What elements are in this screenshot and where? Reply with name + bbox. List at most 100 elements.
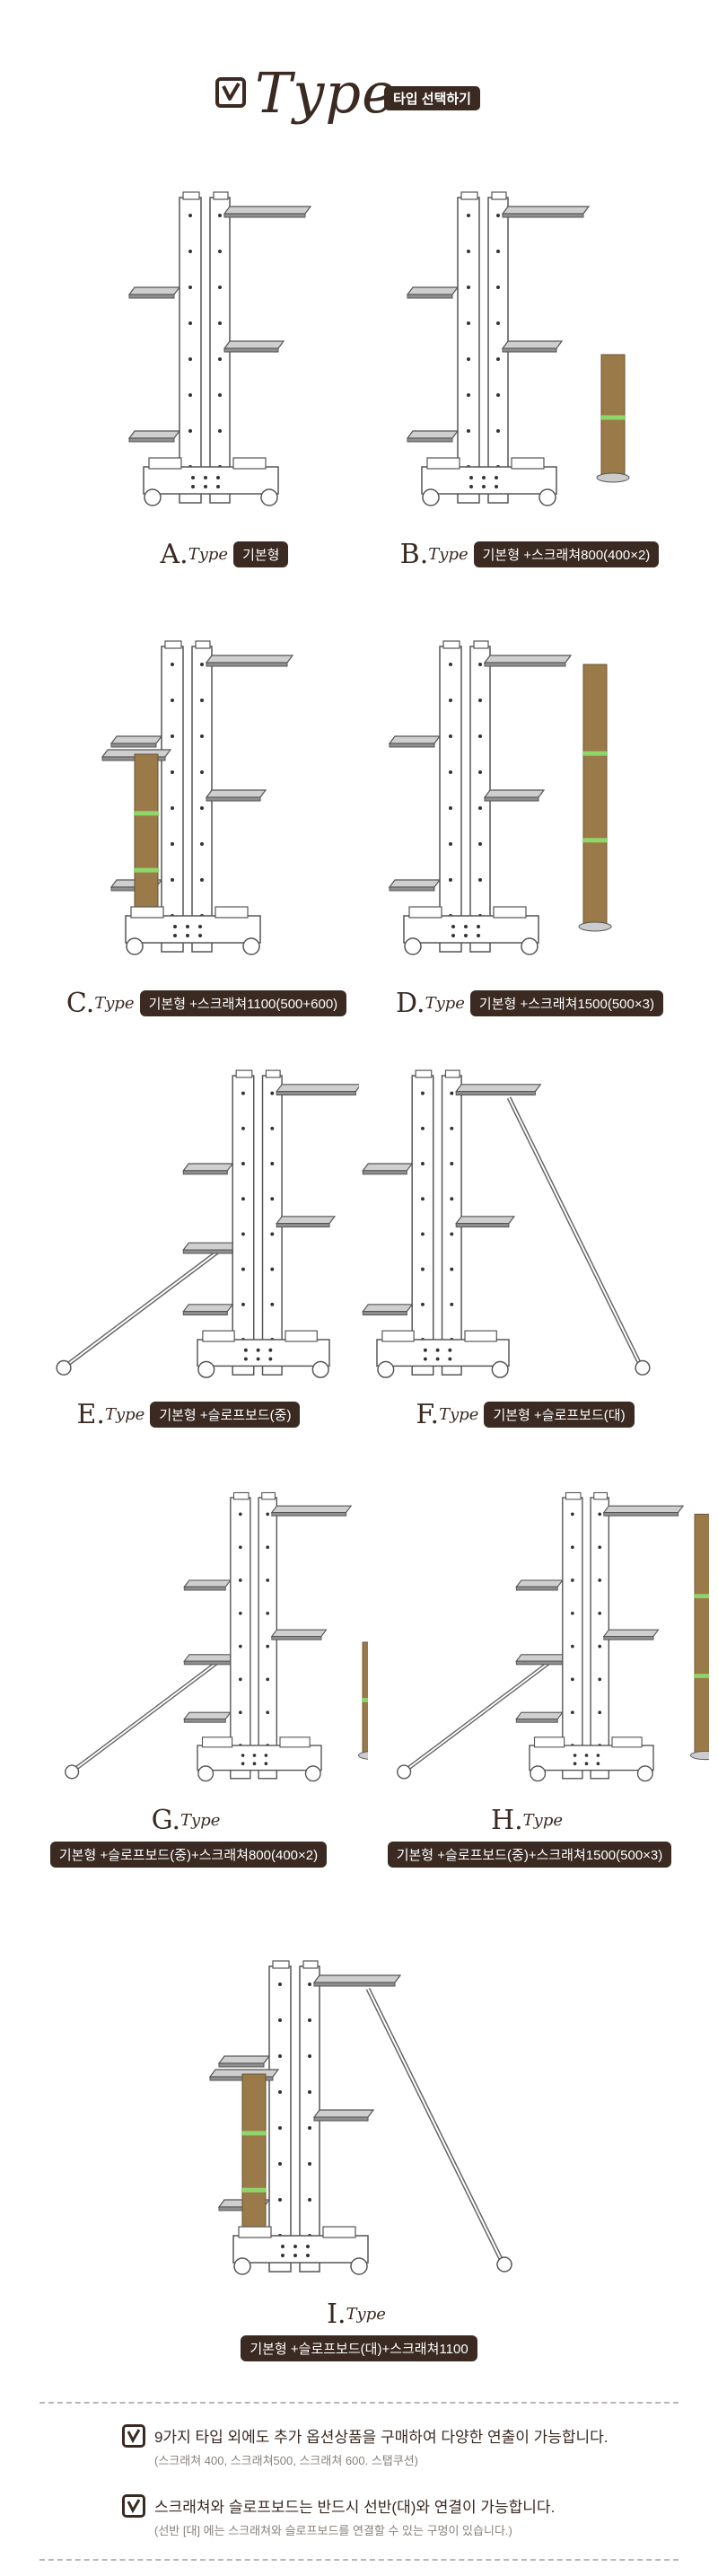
post-hole: [421, 1302, 425, 1306]
post-hole: [218, 286, 222, 289]
post-hole: [200, 842, 204, 846]
caster-wheel: [126, 937, 144, 955]
base-step: [322, 2226, 356, 2238]
post-cap: [182, 191, 200, 200]
caster-wheel: [521, 937, 538, 955]
base-hole: [173, 934, 177, 937]
scratcher-post: [362, 1641, 368, 1754]
slope-board-inner: [73, 1657, 223, 1772]
base-hole: [252, 1754, 257, 1757]
post-hole: [200, 806, 204, 810]
post-hole: [239, 1710, 242, 1715]
shelf-edge: [407, 294, 453, 299]
shelf-edge: [110, 743, 157, 748]
post-hole: [598, 1677, 602, 1682]
type-letter: B.: [399, 539, 429, 570]
post-hole: [467, 214, 470, 217]
base-hole: [464, 934, 468, 937]
type-caption-g: G.Type 기본형 +슬로프보드(중)+스크래쳐800(400×2): [9, 1805, 368, 1868]
base-step: [148, 457, 182, 470]
check-box-icon: [215, 77, 246, 108]
shelf: [183, 1579, 232, 1587]
post-hole: [478, 806, 482, 810]
slope-wheel: [397, 1764, 412, 1780]
base-hole: [451, 925, 455, 928]
post-hole: [171, 770, 174, 774]
post-hole: [308, 2090, 311, 2094]
post-hole: [449, 842, 452, 846]
post-hole: [278, 2054, 282, 2058]
shelf-edge: [603, 1636, 654, 1640]
base-hole: [268, 1348, 273, 1352]
cat-tower: [362, 1069, 651, 1378]
caster-wheel: [304, 1765, 321, 1782]
post-cap: [213, 191, 229, 200]
caster-wheel: [530, 1765, 547, 1782]
shelf: [388, 879, 442, 888]
type-label-pill: 기본형 +슬로프보드(대): [484, 1402, 635, 1428]
post-hole: [218, 393, 222, 397]
base-hole: [596, 1762, 600, 1766]
type-card-i: I.Type 기본형 +슬로프보드(대)+스크래쳐1100: [180, 1948, 538, 2397]
base-hole: [173, 925, 177, 928]
post-hole: [308, 2126, 311, 2130]
post-cap: [593, 1491, 609, 1500]
base-step: [285, 1330, 318, 1342]
shelf: [501, 206, 591, 215]
base-hole: [256, 1357, 260, 1361]
slope-board-inner: [405, 1657, 556, 1772]
shelf-edge: [128, 437, 175, 443]
post-hole: [171, 806, 174, 810]
base-hole: [281, 2254, 285, 2257]
base-hole: [198, 934, 202, 937]
type-label-pill: 기본형 +슬로프보드(중)+스크래쳐800(400×2): [49, 1842, 328, 1868]
shelf: [223, 206, 312, 215]
shelf-edge: [502, 347, 557, 353]
slope-board-inner: [65, 1246, 224, 1367]
caster-wheel: [538, 488, 556, 506]
post-cap: [195, 640, 211, 649]
base-hole: [423, 1357, 427, 1361]
base-hole: [435, 1348, 440, 1352]
type-letter: H.: [490, 1805, 523, 1836]
post-hole: [571, 1512, 574, 1517]
slope-wheel: [496, 2256, 512, 2273]
post-hole: [450, 1126, 454, 1130]
base-step: [533, 1736, 565, 1748]
post-hole: [450, 1267, 454, 1271]
post-hole: [450, 1091, 454, 1095]
shelf-edge: [101, 756, 166, 761]
caster-wheel: [377, 1360, 395, 1378]
shelf: [182, 1304, 234, 1313]
cat-tower: [208, 1960, 512, 2275]
post-hole: [421, 1232, 425, 1236]
post-hole: [241, 1091, 245, 1095]
cat-tower: [101, 640, 294, 955]
caster-wheel: [311, 1360, 329, 1378]
post-hole: [266, 1578, 270, 1582]
scratcher-band: [134, 867, 159, 873]
cat-tower: [65, 1491, 368, 1782]
type-label-pill: 기본형 +슬로프보드(중)+스크래쳐1500(500×3): [387, 1842, 672, 1868]
scratcher-base: [689, 1750, 709, 1761]
post-cap: [265, 1069, 281, 1078]
shelf-edge: [389, 743, 435, 748]
shelf-edge: [271, 1512, 347, 1517]
base-step: [493, 906, 527, 919]
frame-post: [179, 197, 202, 504]
cat-tower-f-illustration: [362, 1069, 651, 1378]
base-hole: [241, 1754, 245, 1757]
base-hole: [204, 485, 207, 488]
note-sub-text: (선반 [대] 에는 스크래쳐와 슬로프보드를 연결할 수 있는 구멍이 있습니…: [154, 2524, 512, 2537]
section-header: Type 타입 선택하기: [0, 54, 718, 135]
shelf: [127, 430, 181, 439]
caster-wheel: [233, 2257, 251, 2275]
shelf: [455, 1216, 516, 1225]
post-hole: [571, 1545, 574, 1550]
caster-wheel: [491, 1360, 509, 1378]
post-hole: [308, 2162, 311, 2166]
